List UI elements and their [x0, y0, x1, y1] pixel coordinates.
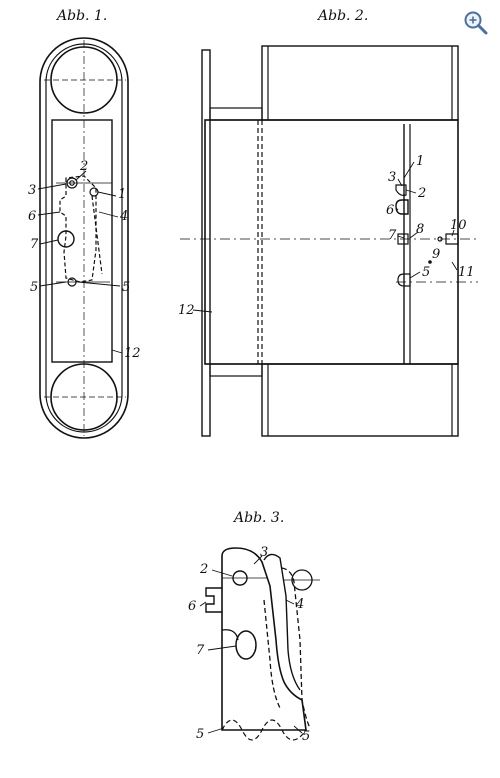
fig1-label-5b: 5 [122, 280, 130, 295]
fig1-label-12: 12 [124, 346, 141, 361]
fig2-label-9: 9 [432, 247, 440, 262]
fig2-label-11: 11 [458, 265, 475, 280]
fig2-label-3: 3 [388, 170, 396, 185]
figure-1-labels: 1 2 3 4 5 5 6 7 12 [28, 159, 141, 361]
fig3-label-4: 4 [295, 597, 304, 612]
fig2-label-2: 2 [417, 186, 426, 201]
figure-2-title: Abb. 2. [318, 8, 369, 24]
figure-2-labels: 1 2 3 5 6 7 8 9 10 11 12 [178, 154, 475, 318]
figure-2-drawing [180, 45, 478, 437]
figure-3-labels: 2 3 4 5 5 6 7 [188, 545, 310, 744]
fig3-label-3: 3 [260, 545, 268, 560]
fig1-label-2: 2 [79, 159, 88, 174]
fig3-label-6: 6 [188, 599, 196, 614]
fig3-label-2: 2 [199, 562, 208, 577]
fig1-label-7: 7 [30, 237, 39, 252]
fig3-label-5b: 5 [302, 729, 310, 744]
fig1-label-6: 6 [28, 209, 36, 224]
fig1-label-1: 1 [118, 187, 126, 202]
zoom-in-icon[interactable] [463, 10, 489, 36]
fig3-label-5a: 5 [196, 727, 204, 742]
figure-1-drawing [39, 37, 129, 439]
fig1-label-5a: 5 [30, 280, 38, 295]
fig2-label-8: 8 [416, 222, 424, 237]
fig2-label-12: 12 [178, 303, 195, 318]
fig2-label-6: 6 [386, 203, 394, 218]
fig2-label-10: 10 [450, 218, 467, 233]
fig2-label-5: 5 [422, 265, 430, 280]
fig3-label-7: 7 [196, 643, 205, 658]
figure-3-drawing [205, 547, 320, 741]
fig2-label-7: 7 [388, 228, 397, 243]
fig2-label-1: 1 [416, 154, 424, 169]
figure-3-title: Abb. 3. [234, 510, 285, 526]
fig1-label-4: 4 [119, 209, 128, 224]
fig1-label-3: 3 [28, 183, 36, 198]
figure-1-title: Abb. 1. [57, 8, 108, 24]
